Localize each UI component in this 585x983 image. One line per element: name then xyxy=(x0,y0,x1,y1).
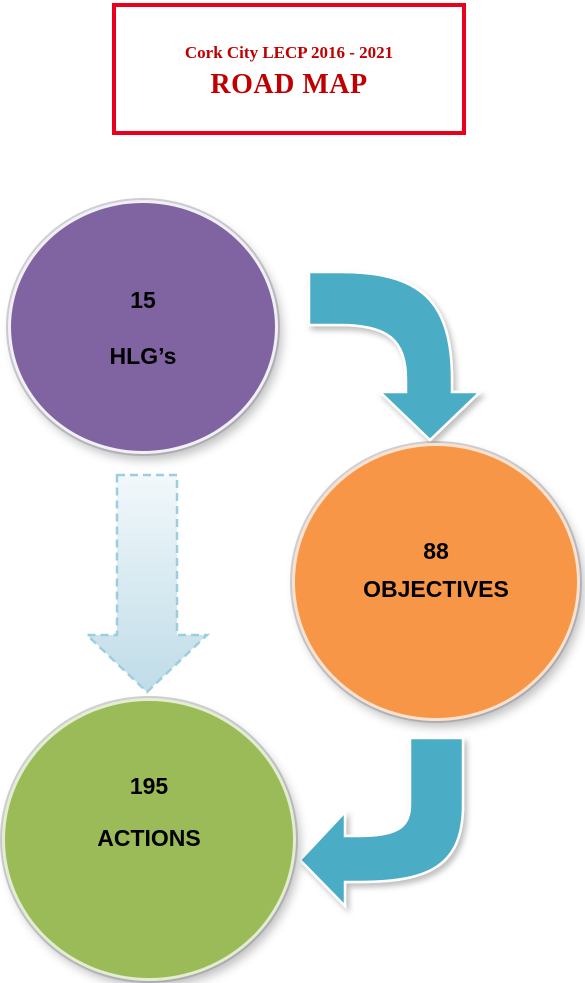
roadmap-subtitle: Cork City LECP 2016 - 2021 xyxy=(184,43,394,62)
roadmap-title: ROAD MAP xyxy=(210,69,368,100)
curved-arrow-hlg-to-objectives xyxy=(307,270,484,442)
curved-arrow-objectives-to-actions xyxy=(298,736,465,910)
node-hlg: 15 HLG’s xyxy=(8,200,278,454)
actions-count: 195 xyxy=(129,773,169,799)
node-actions: 195 ACTIONS xyxy=(2,698,296,981)
straight-arrow-hlg-to-actions xyxy=(83,473,211,694)
node-objectives: 88 OBJECTIVES xyxy=(292,443,580,721)
objectives-count: 88 xyxy=(423,538,449,564)
title-box: Cork City LECP 2016 - 2021 ROAD MAP xyxy=(112,3,466,135)
hlg-count: 15 xyxy=(130,287,156,313)
actions-label: ACTIONS xyxy=(97,825,201,851)
objectives-label: OBJECTIVES xyxy=(363,576,509,602)
hlg-label: HLG’s xyxy=(109,343,177,369)
